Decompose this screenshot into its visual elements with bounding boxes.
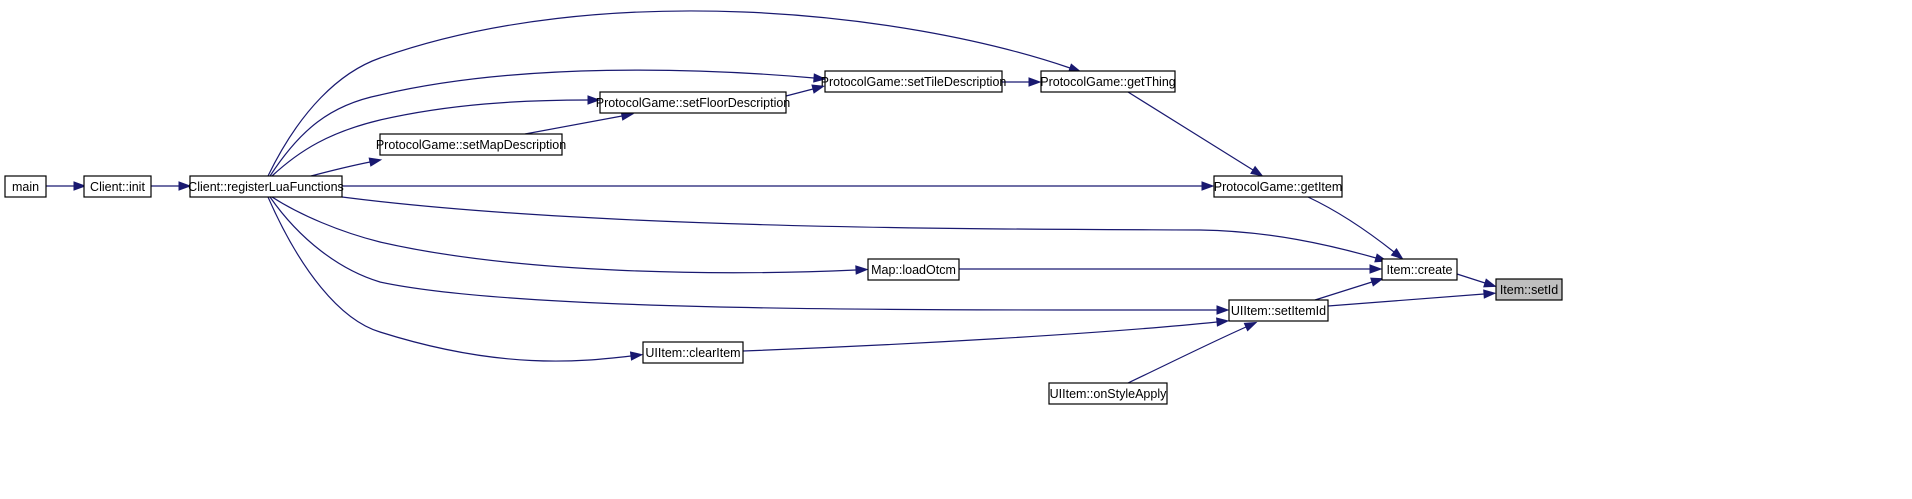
edge-line <box>1456 273 1486 284</box>
node-set-floor-description-label: ProtocolGame::setFloorDescription <box>596 96 791 110</box>
edge-register-lua-functions-to-set-floor-description <box>271 95 601 177</box>
edge-arrowhead <box>587 95 601 105</box>
edge-line <box>310 161 371 177</box>
edge-arrowhead <box>1483 289 1497 299</box>
node-ui-on-style-apply-label: UIItem::onStyleApply <box>1050 387 1167 401</box>
node-client-init[interactable]: Client::init <box>83 175 152 198</box>
node-set-tile-description[interactable]: ProtocolGame::setTileDescription <box>821 70 1007 93</box>
edge-arrowhead <box>1483 278 1497 288</box>
edge-register-lua-functions-to-ui-clear-item <box>267 196 644 362</box>
edge-ui-set-item-id-to-item-create <box>1314 277 1384 301</box>
edge-load-otcm-to-item-create <box>959 264 1383 274</box>
edge-line <box>1314 281 1373 301</box>
node-load-otcm[interactable]: Map::loadOtcm <box>867 258 960 281</box>
edge-arrowhead <box>73 181 87 191</box>
edge-arrowhead <box>1370 277 1384 287</box>
edge-line <box>1127 326 1247 384</box>
node-ui-clear-item[interactable]: UIItem::clearItem <box>642 341 744 364</box>
edge-arrowhead <box>855 265 869 275</box>
edge-arrowhead <box>629 351 644 361</box>
edge-register-lua-functions-to-ui-set-item-id <box>269 196 1230 315</box>
edge-arrowhead <box>1201 181 1215 191</box>
edge-set-tile-description-to-get-thing <box>1002 77 1042 87</box>
edge-register-lua-functions-to-load-otcm <box>271 196 869 275</box>
node-item-create[interactable]: Item::create <box>1381 258 1458 281</box>
edge-arrowhead <box>1216 305 1230 315</box>
node-item-set-id[interactable]: Item::setId <box>1495 278 1563 301</box>
node-set-map-description[interactable]: ProtocolGame::setMapDescription <box>376 133 566 156</box>
node-get-thing[interactable]: ProtocolGame::getThing <box>1040 70 1176 93</box>
node-main-label: main <box>12 180 39 194</box>
edge-line <box>341 196 1377 259</box>
edge-arrowhead <box>178 181 192 191</box>
node-item-set-id-label: Item::setId <box>1500 283 1558 297</box>
node-get-item-label: ProtocolGame::getItem <box>1214 180 1343 194</box>
edge-line <box>267 10 1071 177</box>
edge-arrowhead <box>1216 317 1230 327</box>
node-ui-on-style-apply[interactable]: UIItem::onStyleApply <box>1048 382 1168 405</box>
edge-get-thing-to-get-item <box>1127 91 1264 177</box>
edge-line <box>269 69 815 177</box>
node-register-lua-functions-label: Client::registerLuaFunctions <box>188 180 344 194</box>
edge-line <box>271 99 589 177</box>
node-register-lua-functions[interactable]: Client::registerLuaFunctions <box>188 175 344 198</box>
edge-ui-set-item-id-to-item-set-id <box>1327 289 1497 307</box>
edge-line <box>267 196 632 362</box>
edge-arrowhead <box>1369 264 1383 274</box>
edge-line <box>524 115 623 135</box>
node-get-thing-label: ProtocolGame::getThing <box>1040 75 1176 89</box>
edge-arrowhead <box>1390 248 1404 260</box>
edge-set-map-description-to-set-floor-description <box>524 111 635 135</box>
edge-line <box>1327 293 1485 307</box>
edge-line <box>785 88 814 97</box>
node-load-otcm-label: Map::loadOtcm <box>871 263 956 277</box>
edge-register-lua-functions-to-set-map-description <box>310 157 383 177</box>
edge-line <box>1307 196 1395 253</box>
node-get-item[interactable]: ProtocolGame::getItem <box>1213 175 1343 198</box>
node-set-tile-description-label: ProtocolGame::setTileDescription <box>821 75 1007 89</box>
node-main[interactable]: main <box>4 175 47 198</box>
edges-layer <box>46 10 1497 384</box>
edge-arrowhead <box>1250 165 1264 177</box>
edge-register-lua-functions-to-set-tile-description <box>269 69 827 177</box>
node-ui-set-item-id[interactable]: UIItem::setItemId <box>1228 299 1329 322</box>
edge-line <box>271 196 857 274</box>
edge-set-floor-description-to-set-tile-description <box>785 84 826 97</box>
edge-arrowhead <box>813 73 827 83</box>
edge-arrowhead <box>1028 77 1042 87</box>
node-ui-clear-item-label: UIItem::clearItem <box>645 346 740 360</box>
edge-ui-clear-item-to-ui-set-item-id <box>742 317 1230 352</box>
node-ui-set-item-id-label: UIItem::setItemId <box>1231 304 1326 318</box>
node-set-floor-description[interactable]: ProtocolGame::setFloorDescription <box>596 91 791 114</box>
edge-arrowhead <box>368 157 383 167</box>
edge-line <box>269 196 1218 311</box>
edge-arrowhead <box>811 84 826 94</box>
node-item-create-label: Item::create <box>1387 263 1453 277</box>
edge-arrowhead <box>1243 321 1258 332</box>
edge-register-lua-functions-to-get-item <box>342 181 1215 191</box>
node-client-init-label: Client::init <box>90 180 145 194</box>
edge-get-item-to-item-create <box>1307 196 1404 260</box>
edge-item-create-to-item-set-id <box>1456 273 1497 288</box>
edge-register-lua-functions-to-item-create <box>341 196 1389 263</box>
nodes-layer: main Client::init Client::registerLuaFun… <box>4 70 1563 405</box>
edge-main-to-client-init <box>46 181 87 191</box>
node-set-map-description-label: ProtocolGame::setMapDescription <box>376 138 566 152</box>
edge-line <box>742 321 1218 352</box>
edge-client-init-to-register-lua-functions <box>151 181 192 191</box>
edge-ui-on-style-apply-to-ui-set-item-id <box>1127 321 1258 384</box>
edge-line <box>1127 91 1254 171</box>
